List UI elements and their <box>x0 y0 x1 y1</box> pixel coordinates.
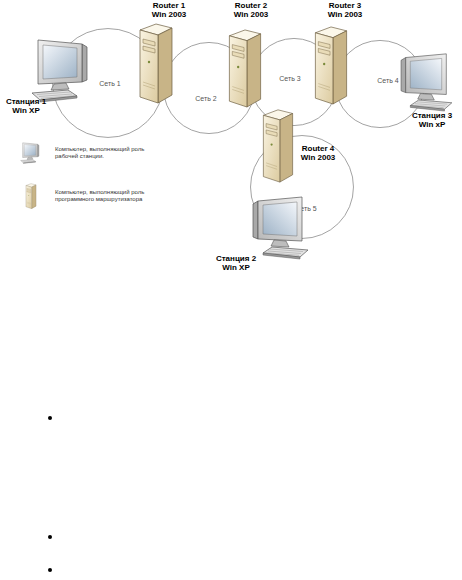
computer-node: Router 4 Win 2003 <box>260 108 296 183</box>
router-icon <box>263 110 292 182</box>
legend-router-icon <box>26 184 36 209</box>
network-circle: Сеть 2 <box>163 42 255 134</box>
computer-label: Router 4 Win 2003 <box>296 145 340 163</box>
legend-text: Компьютер, выполняющий роль рабочей стан… <box>55 146 157 160</box>
computer-node: Станция 1 Win XP <box>30 38 90 103</box>
router-icon <box>315 27 346 104</box>
computer-node: Router 1 Win 2003 <box>138 22 174 104</box>
computer-label: Станция 3 Win xP <box>408 112 456 130</box>
router-icon <box>140 24 172 103</box>
network-circle: Сеть 3 <box>250 38 338 126</box>
network-outline <box>163 42 254 133</box>
network-label: Сеть 1 <box>88 80 132 88</box>
network-outline <box>250 38 337 125</box>
computer-node: Router 2 Win 2003 <box>226 28 264 108</box>
workstation-icon <box>32 40 87 102</box>
bullet <box>48 568 52 572</box>
workstation-icon <box>401 54 452 111</box>
bullet <box>48 535 52 539</box>
network-circle: Сеть 1 <box>52 28 164 138</box>
network-label: Сеть 4 <box>366 77 410 85</box>
legend-text: Компьютер, выполняющий роль программного… <box>55 189 157 203</box>
computer-label: Router 3 Win 2003 <box>323 2 367 20</box>
computer-label: Router 2 Win 2003 <box>229 2 273 20</box>
computer-node: Станция 3 Win xP <box>395 52 457 112</box>
computer-label: Станция 2 Win XP <box>212 255 260 273</box>
computer-node: Router 3 Win 2003 <box>313 25 349 105</box>
network-label: Сеть 2 <box>184 95 228 103</box>
computer-label: Router 1 Win 2003 <box>147 2 191 20</box>
computer-label: Станция 1 Win XP <box>2 98 50 116</box>
network-label: Сеть 5 <box>284 205 328 213</box>
legend-workstation-icon <box>21 143 39 164</box>
network-outline <box>163 42 255 134</box>
network-label: Сеть 3 <box>268 75 312 83</box>
network-outline <box>251 136 354 239</box>
network-outline <box>53 29 164 138</box>
network-circle: Сеть 4 <box>335 40 425 128</box>
bullet <box>48 416 52 420</box>
router-icon <box>229 30 260 107</box>
computer-node: Станция 2 Win XP <box>245 195 315 260</box>
workstation-icon <box>401 54 452 111</box>
network-outline <box>335 40 424 127</box>
